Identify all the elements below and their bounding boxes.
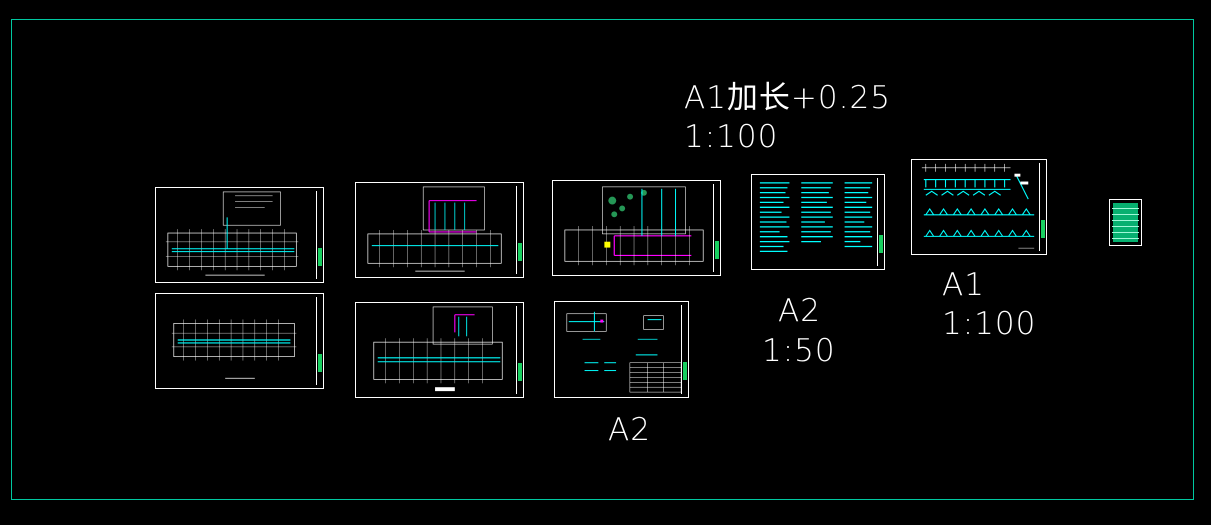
title-strip	[713, 184, 718, 272]
label-a1-plus-line1: A1加长+0.25	[684, 80, 891, 116]
sheet-plan-3[interactable]	[552, 180, 721, 276]
sheet-plan-5[interactable]	[355, 302, 524, 398]
legend-row-line	[1112, 238, 1139, 239]
legend-row-line	[1112, 208, 1139, 209]
label-a1-system-line2: 1:100	[942, 306, 1037, 342]
legend-sheet[interactable]	[1109, 199, 1142, 246]
title-strip-mark	[715, 241, 719, 259]
title-strip	[1039, 163, 1044, 251]
title-strip	[681, 305, 686, 394]
legend-table	[1113, 203, 1138, 242]
title-strip-mark	[683, 362, 687, 380]
detail-drawings	[566, 311, 682, 393]
floor-plan-drawing	[165, 191, 299, 276]
floor-plan-drawing	[367, 186, 502, 272]
title-strip-mark	[318, 248, 322, 266]
label-a2-notes-line1: A2	[778, 293, 821, 329]
title-strip-mark	[879, 235, 883, 253]
drawing-frame	[11, 19, 1194, 500]
title-strip	[516, 306, 521, 394]
sheet-details[interactable]	[554, 301, 689, 398]
legend-row-line	[1112, 232, 1139, 233]
system-diagram-drawing	[921, 163, 1035, 249]
floor-plan-drawing	[373, 306, 503, 392]
label-a1-plus-line2: 1:100	[684, 119, 779, 155]
sheet-notes[interactable]	[751, 174, 885, 270]
legend-row-line	[1112, 226, 1139, 227]
title-strip	[316, 191, 321, 279]
title-strip-mark	[518, 243, 522, 261]
title-strip-mark	[1041, 220, 1045, 238]
sheet-plan-2[interactable]	[355, 182, 524, 278]
sheet-plan-4[interactable]	[155, 293, 324, 389]
legend-row-line	[1112, 220, 1139, 221]
label-a1-system-line1: A1	[942, 267, 985, 303]
title-strip-mark	[518, 363, 522, 381]
legend-row-line	[1112, 214, 1139, 215]
title-strip-mark	[318, 354, 322, 372]
sheet-system-diagram[interactable]	[911, 159, 1047, 255]
title-strip	[877, 178, 882, 266]
floor-plan-drawing	[564, 186, 704, 266]
label-a2-detail: A2	[608, 412, 651, 448]
design-notes-text	[759, 182, 873, 253]
label-a2-notes-line2: 1:50	[762, 333, 836, 369]
floor-plan-drawing	[171, 319, 297, 379]
title-strip	[316, 297, 321, 385]
title-strip	[516, 186, 521, 274]
sheet-plan-1[interactable]	[155, 187, 324, 283]
